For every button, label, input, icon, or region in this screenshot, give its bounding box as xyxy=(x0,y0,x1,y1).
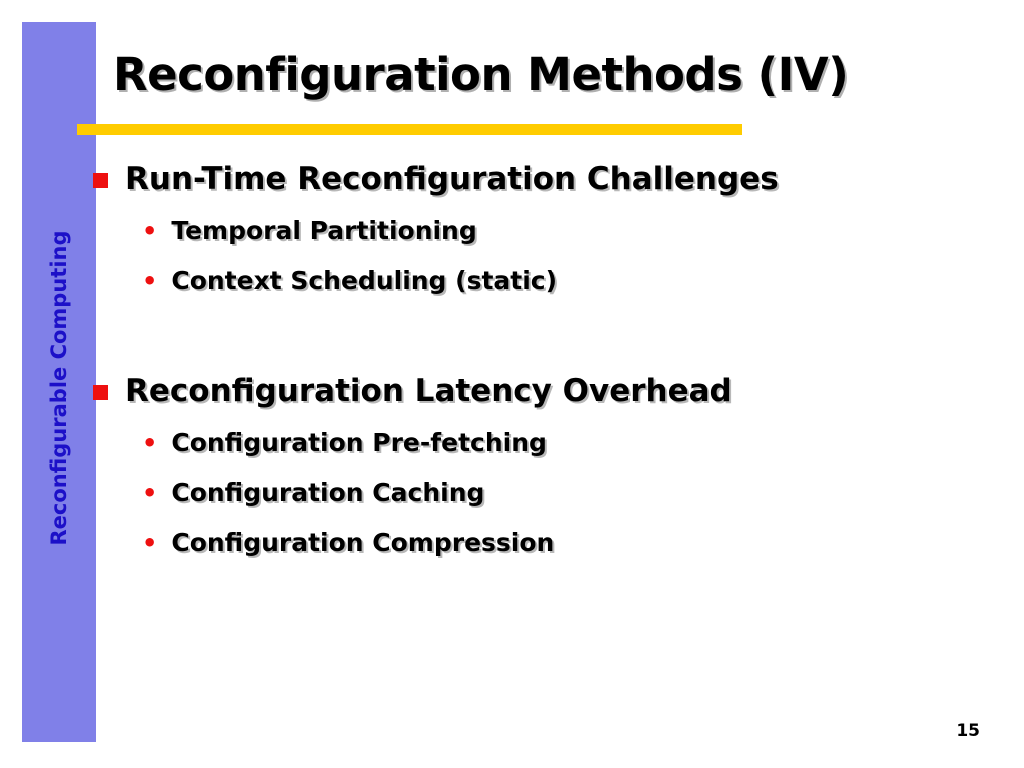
bullet-text: Reconfiguration Latency Overhead xyxy=(125,373,732,409)
slide-number: 15 xyxy=(956,721,980,741)
square-bullet-icon xyxy=(93,172,108,188)
sub-bullet-item: • Temporal Partitioning xyxy=(142,216,477,245)
bullet-item: Reconfiguration Latency Overhead xyxy=(93,373,732,409)
title-underline xyxy=(77,124,742,135)
dot-bullet-icon: • xyxy=(142,266,158,295)
sub-bullet-text: Configuration Compression xyxy=(171,528,555,557)
sub-bullet-text: Context Scheduling (static) xyxy=(171,266,558,295)
slide-title: Reconfiguration Methods (IV) xyxy=(113,48,849,101)
sub-bullet-text: Temporal Partitioning xyxy=(171,216,477,245)
square-bullet-icon xyxy=(93,384,108,400)
dot-bullet-icon: • xyxy=(142,428,158,457)
sub-bullet-item: • Context Scheduling (static) xyxy=(142,266,557,295)
sidebar-band xyxy=(22,22,96,742)
dot-bullet-icon: • xyxy=(142,478,158,507)
sub-bullet-item: • Configuration Pre-fetching xyxy=(142,428,547,457)
bullet-item: Run-Time Reconfiguration Challenges xyxy=(93,161,779,197)
sub-bullet-text: Configuration Caching xyxy=(171,478,485,507)
sub-bullet-item: • Configuration Caching xyxy=(142,478,484,507)
bullet-text: Run-Time Reconfiguration Challenges xyxy=(125,161,779,197)
sub-bullet-item: • Configuration Compression xyxy=(142,528,554,557)
sub-bullet-text: Configuration Pre-fetching xyxy=(171,428,547,457)
dot-bullet-icon: • xyxy=(142,528,158,557)
dot-bullet-icon: • xyxy=(142,216,158,245)
